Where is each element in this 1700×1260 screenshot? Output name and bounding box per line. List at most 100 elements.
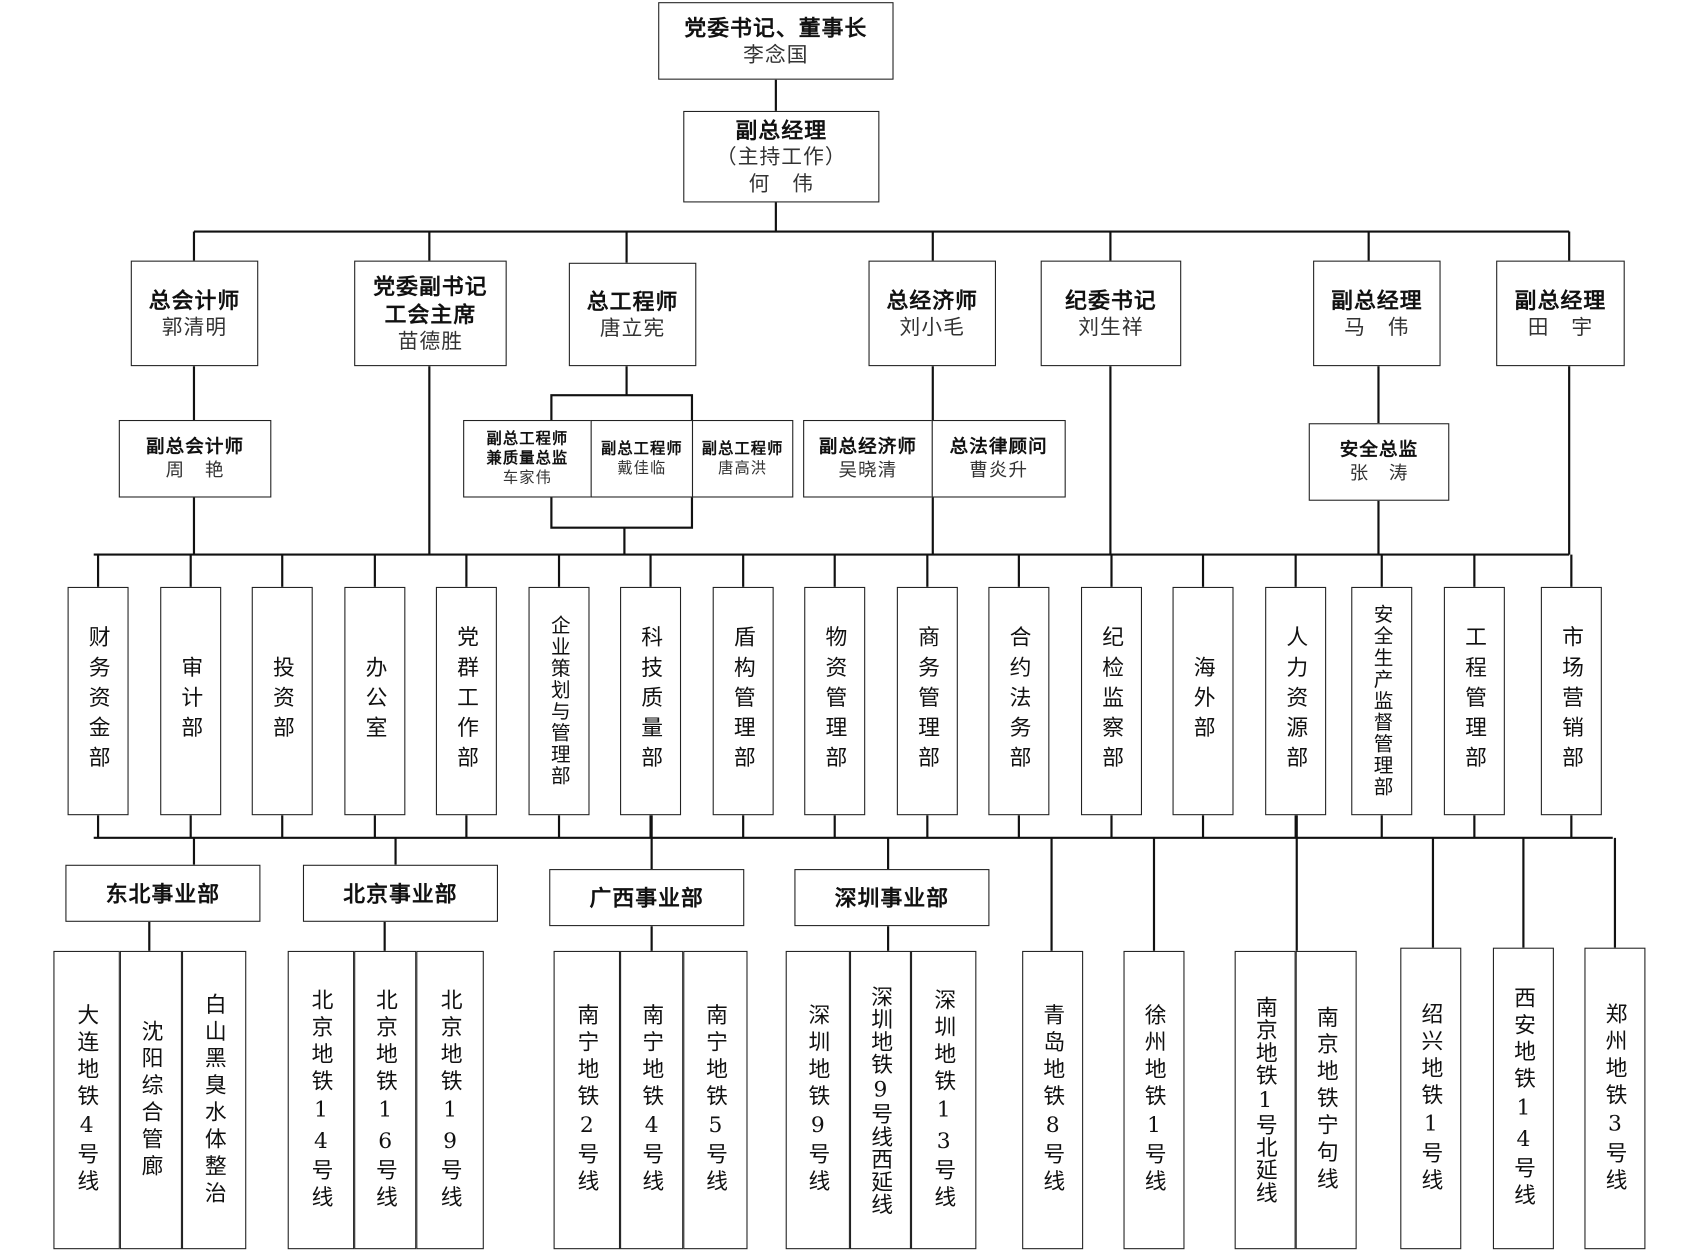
- department-label: 纪检监察部: [1098, 625, 1125, 777]
- deputy-title: 副总经济师: [818, 436, 917, 458]
- department-box: 人力资源部: [1265, 586, 1327, 816]
- deputy-name: 吴晓清: [838, 459, 898, 482]
- project-box: 深圳地铁9号线西延线: [849, 950, 911, 1250]
- project-box: 青岛地铁8号线: [1022, 950, 1084, 1250]
- chairman-box: 党委书记、董事长 李念国: [658, 2, 894, 80]
- exec-deputy-party-secretary: 党委副书记工会主席苗德胜: [354, 260, 507, 367]
- department-box: 财务资金部: [67, 586, 129, 816]
- department-label: 物资管理部: [821, 625, 848, 777]
- department-label: 合约法务部: [1005, 625, 1032, 777]
- general-legal-counsel: 总法律顾问曹炎升: [931, 419, 1066, 498]
- unit-label: 北京事业部: [343, 880, 458, 907]
- deputy-chief-accountant: 副总会计师周 艳: [118, 419, 272, 498]
- deputy-chief-engineer-quality: 副总工程师兼质量总监车家伟: [463, 419, 592, 498]
- project-label: 北京地铁16号线: [372, 988, 399, 1213]
- department-label: 企业策划与管理部: [547, 614, 571, 788]
- exec-name: 刘生祥: [1078, 315, 1144, 339]
- exec-discipline-secretary: 纪委书记刘生祥: [1040, 260, 1182, 367]
- exec-chief-economist: 总经济师刘小毛: [868, 260, 996, 367]
- exec-name: 唐立宪: [599, 316, 666, 340]
- safety-director: 安全总监张 涛: [1308, 423, 1450, 501]
- project-box: 绍兴地铁1号线: [1400, 947, 1462, 1250]
- exec-name: 刘小毛: [899, 315, 965, 339]
- deputy-title: 安全总监: [1339, 439, 1419, 461]
- project-box: 西安地铁14号线: [1492, 947, 1554, 1250]
- project-label: 白山黑臭水体整治: [201, 992, 228, 1208]
- exec-name: 苗德胜: [397, 329, 464, 353]
- business-unit-dongbei: 东北事业部: [65, 864, 261, 922]
- project-label: 绍兴地铁1号线: [1417, 1002, 1444, 1195]
- project-label: 北京地铁14号线: [307, 988, 334, 1213]
- department-box: 工程管理部: [1443, 586, 1505, 816]
- department-box: 科技质量部: [620, 586, 682, 816]
- project-box: 南宁地铁2号线: [553, 950, 621, 1250]
- project-label: 沈阳综合管廊: [137, 1019, 164, 1181]
- department-box: 企业策划与管理部: [528, 586, 590, 816]
- project-label: 郑州地铁3号线: [1601, 1002, 1629, 1195]
- gm-name: 何 伟: [748, 171, 815, 196]
- deputy-name: 戴佳临: [617, 459, 667, 478]
- deputy-chief-engineer-tang: 副总工程师唐高洪: [691, 419, 794, 498]
- project-box: 南京地铁宁句线: [1295, 950, 1357, 1250]
- exec-title: 党委副书记: [373, 273, 488, 300]
- exec-title: 副总经理: [1331, 287, 1423, 314]
- project-box: 南京地铁1号北延线: [1234, 950, 1296, 1250]
- business-unit-beijing: 北京事业部: [302, 864, 498, 922]
- department-label: 办公室: [361, 655, 388, 747]
- deputy-name: 张 涛: [1349, 463, 1409, 485]
- exec-title: 总工程师: [586, 288, 679, 315]
- department-label: 党群工作部: [453, 625, 480, 777]
- deputy-name: 唐高洪: [718, 459, 768, 478]
- project-box: 徐州地铁1号线: [1123, 950, 1185, 1250]
- department-label: 工程管理部: [1461, 625, 1488, 777]
- department-box: 盾构管理部: [712, 586, 774, 816]
- department-box: 办公室: [344, 586, 406, 816]
- exec-deputy-gm-tian: 副总经理田 宇: [1496, 260, 1625, 367]
- department-label: 人力资源部: [1282, 625, 1309, 777]
- deputy-title: 总法律顾问: [949, 436, 1048, 458]
- gm-box: 副总经理 （主持工作） 何 伟: [683, 110, 880, 203]
- unit-label: 广西事业部: [589, 884, 704, 911]
- exec-name: 马 伟: [1344, 315, 1410, 339]
- exec-chief-accountant: 总会计师郭清明: [130, 260, 259, 367]
- department-box: 合约法务部: [988, 586, 1050, 816]
- project-box: 白山黑臭水体整治: [181, 950, 247, 1250]
- exec-title: 总会计师: [148, 287, 241, 314]
- department-box: 党群工作部: [435, 586, 497, 816]
- department-label: 投资部: [269, 655, 296, 747]
- gm-title: 副总经理: [735, 117, 828, 144]
- gm-note: （主持工作）: [715, 145, 847, 169]
- project-label: 北京地铁19号线: [436, 988, 464, 1213]
- department-box: 市场营销部: [1540, 586, 1602, 816]
- department-box: 安全生产监督管理部: [1351, 586, 1413, 816]
- chairman-name: 李念国: [743, 42, 809, 67]
- deputy-name: 曹炎升: [969, 459, 1029, 482]
- deputy-chief-engineer-dai: 副总工程师戴佳临: [590, 419, 694, 498]
- department-box: 投资部: [251, 586, 313, 816]
- project-box: 南宁地铁5号线: [683, 950, 748, 1250]
- deputy-title: 副总工程师: [600, 440, 683, 458]
- exec-deputy-gm-ma: 副总经理马 伟: [1313, 260, 1441, 367]
- project-label: 青岛地铁8号线: [1039, 1003, 1066, 1197]
- exec-title2: 工会主席: [384, 301, 477, 328]
- exec-title: 副总经理: [1514, 287, 1607, 314]
- project-box: 大连地铁4号线: [53, 950, 120, 1250]
- deputy-name: 车家伟: [502, 469, 552, 487]
- exec-name: 郭清明: [161, 315, 228, 339]
- project-label: 大连地铁4号线: [73, 1003, 100, 1197]
- project-label: 深圳地铁9号线西延线: [867, 984, 894, 1216]
- deputy-title2: 兼质量总监: [486, 450, 569, 468]
- department-label: 科技质量部: [637, 625, 664, 777]
- department-label: 海外部: [1189, 655, 1217, 747]
- department-label: 盾构管理部: [730, 625, 757, 777]
- chairman-title: 党委书记、董事长: [684, 14, 868, 41]
- project-label: 深圳地铁13号线: [930, 988, 957, 1213]
- deputy-title: 副总会计师: [146, 436, 245, 458]
- deputy-title: 副总工程师: [701, 440, 784, 458]
- department-label: 财务资金部: [84, 625, 112, 777]
- project-label: 西安地铁14号线: [1510, 986, 1537, 1211]
- deputy-name: 周 艳: [165, 459, 225, 482]
- project-label: 南宁地铁2号线: [573, 1003, 600, 1197]
